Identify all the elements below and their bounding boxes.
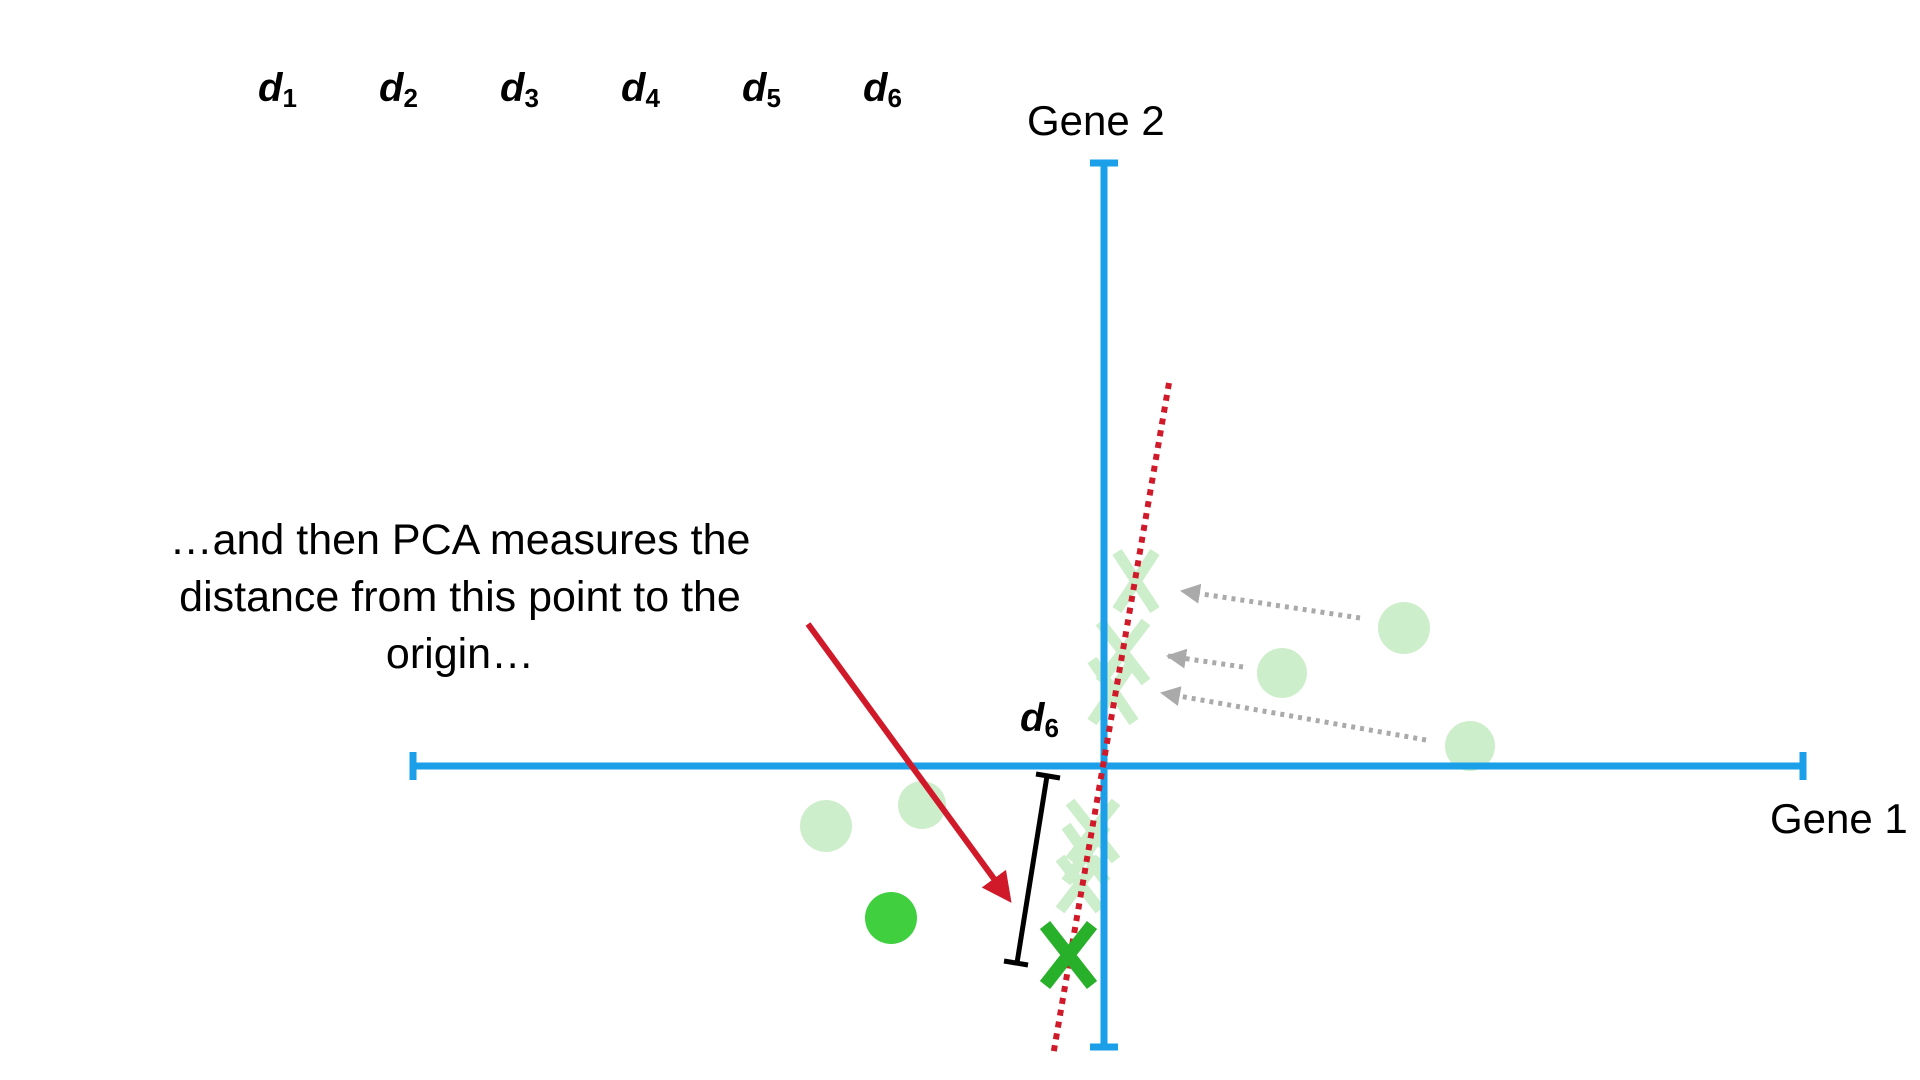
highlighted-x-mark-icon: [1039, 920, 1098, 990]
pointer-arrow: [805, 622, 1012, 903]
caption-text: …and then PCA measures the distance from…: [169, 516, 751, 678]
highlighted-data-point: [865, 892, 917, 944]
gene1-axis: [409, 752, 1807, 780]
gene2-axis: [1090, 159, 1118, 1051]
projection-arrow: [1160, 686, 1427, 743]
x-axis-label: Gene 1: [1770, 795, 1908, 842]
data-point: [1378, 602, 1430, 654]
distance-label-d2: d2: [379, 66, 418, 113]
projected-x-marks: [1055, 548, 1160, 914]
x-mark-icon: [1095, 618, 1151, 686]
data-point: [1445, 721, 1495, 771]
distance-label-d4: d4: [621, 66, 660, 113]
x-mark-icon: [1112, 548, 1160, 614]
projection-arrow: [1166, 648, 1244, 670]
projection-arrow: [1180, 583, 1361, 621]
distance-label-d6: d6: [863, 66, 902, 113]
distance-bar: [1003, 771, 1061, 968]
data-point: [800, 800, 852, 852]
distance-label-d3: d3: [500, 66, 539, 113]
data-point: [1257, 648, 1307, 698]
distance-label-d1: d1: [258, 66, 297, 113]
y-axis-label: Gene 2: [1027, 97, 1165, 144]
distance-label-d5: d5: [742, 66, 781, 113]
highlighted-distance-label: d6: [1020, 696, 1059, 743]
